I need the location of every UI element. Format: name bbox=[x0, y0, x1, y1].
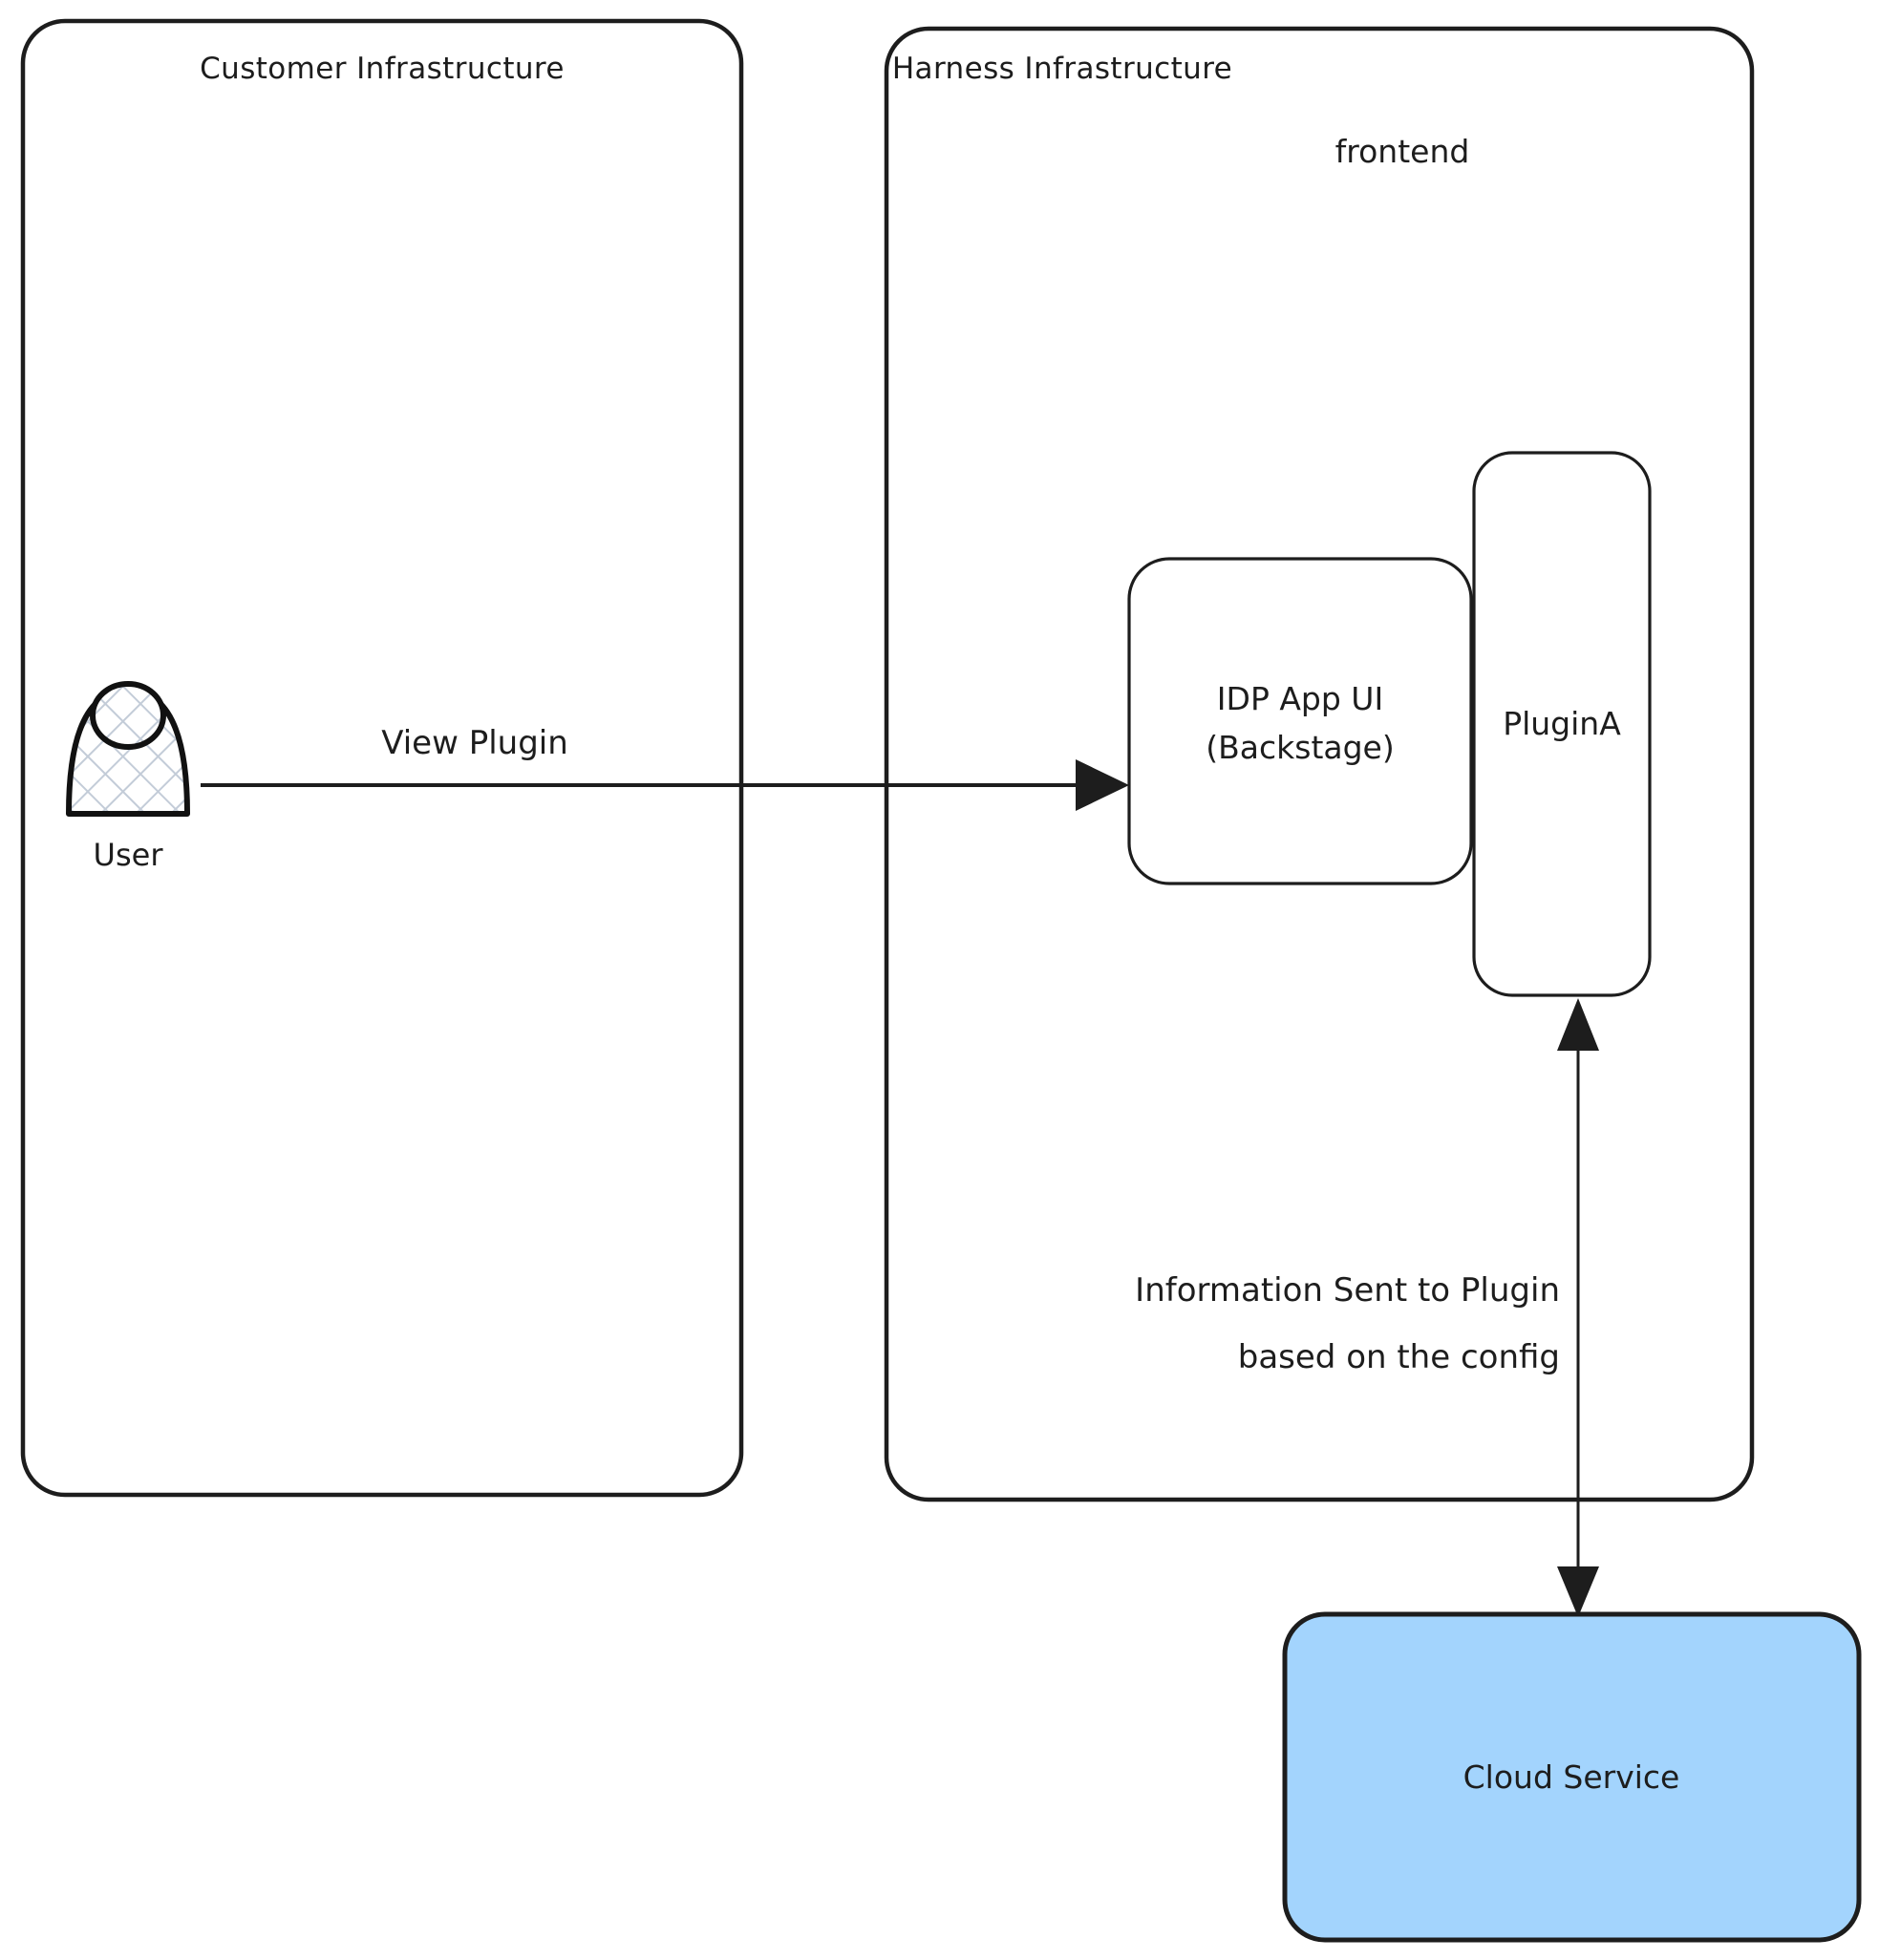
view-plugin-arrowhead-icon bbox=[1076, 759, 1129, 811]
node-cloud-service[interactable]: Cloud Service bbox=[1282, 1611, 1862, 1943]
node-plugin-a[interactable]: PluginA bbox=[1472, 451, 1652, 997]
plugin-cloud-edge-label-line2: based on the config bbox=[1238, 1338, 1560, 1376]
plugin-a-box[interactable] bbox=[1472, 451, 1652, 997]
container-customer-infrastructure[interactable]: Customer Infrastructure bbox=[20, 18, 744, 1498]
node-idp-app-ui[interactable]: IDP App UI (Backstage) bbox=[1127, 557, 1473, 885]
plugin-cloud-edge-label-line1: Information Sent to Plugin bbox=[1135, 1271, 1560, 1310]
user-head-icon bbox=[90, 681, 166, 750]
plugin-a-label: PluginA bbox=[1503, 705, 1621, 742]
view-plugin-edge-label: View Plugin bbox=[381, 724, 568, 762]
edge-view-plugin[interactable]: View Plugin bbox=[201, 724, 1129, 811]
customer-infrastructure-box[interactable] bbox=[20, 18, 744, 1498]
edge-plugin-cloud[interactable]: Information Sent to Plugin based on the … bbox=[1135, 998, 1599, 1617]
cloud-service-box[interactable] bbox=[1282, 1611, 1862, 1943]
plugin-cloud-arrowhead-up-icon bbox=[1557, 998, 1599, 1051]
idp-app-ui-box[interactable] bbox=[1127, 557, 1473, 885]
container-harness-infrastructure[interactable]: Harness Infrastructure frontend bbox=[884, 26, 1755, 1502]
frontend-group-label: frontend bbox=[1335, 133, 1470, 170]
harness-infrastructure-box[interactable] bbox=[884, 26, 1755, 1502]
idp-app-ui-label-line2: (Backstage) bbox=[1206, 729, 1394, 766]
idp-app-ui-label-line1: IDP App UI bbox=[1217, 680, 1383, 717]
plugin-cloud-arrowhead-down-icon bbox=[1557, 1566, 1599, 1617]
user-label: User bbox=[94, 837, 164, 873]
cloud-service-label: Cloud Service bbox=[1463, 1758, 1680, 1796]
harness-infrastructure-label: Harness Infrastructure bbox=[892, 52, 1232, 86]
node-user[interactable]: User bbox=[66, 681, 190, 873]
customer-infrastructure-label: Customer Infrastructure bbox=[200, 52, 565, 86]
